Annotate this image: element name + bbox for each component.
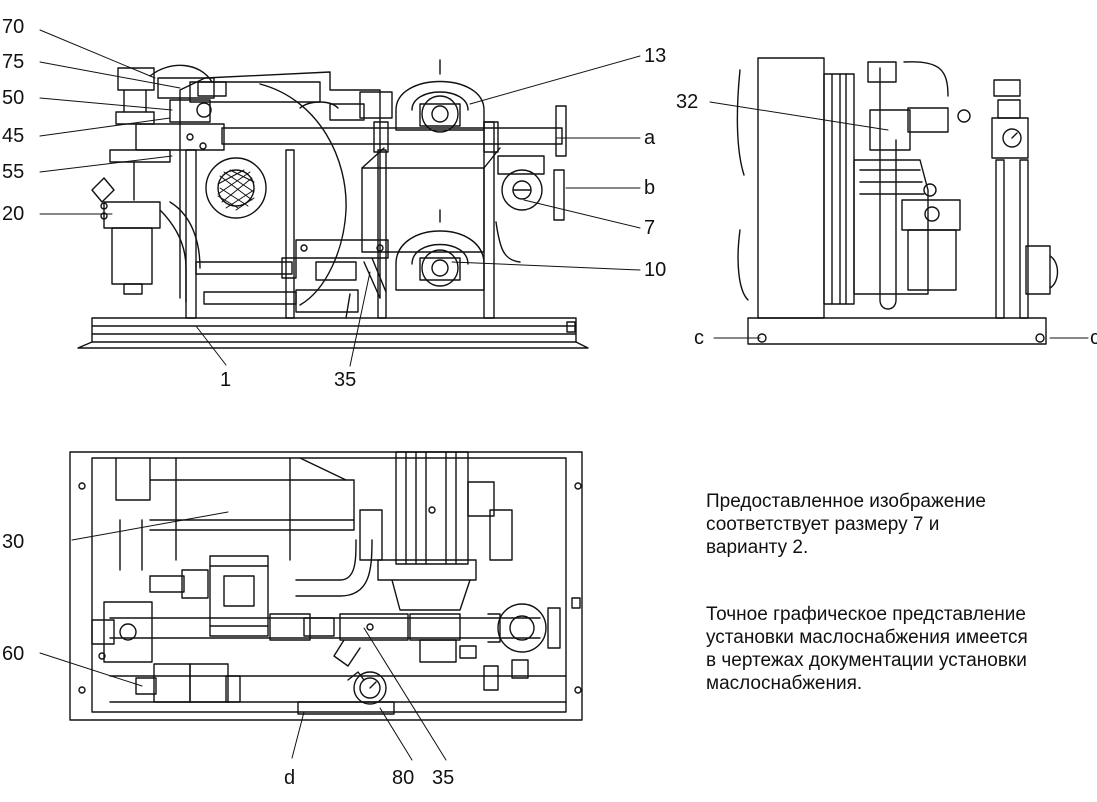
- leader-lines: [39, 29, 1089, 761]
- callouts: 70 75 50 45 55 20 13 a b 7 10 1 35 32 c …: [2, 16, 1097, 789]
- callout-20: 20: [2, 203, 24, 225]
- note-line: соответствует размеру 7 и: [706, 514, 940, 535]
- note-line: установки маслоснабжения имеется: [706, 627, 1028, 648]
- callout-13: 13: [644, 45, 666, 67]
- callout-35-front: 35: [334, 369, 356, 391]
- callout-c-right: c: [1090, 327, 1097, 349]
- callout-10: 10: [644, 259, 666, 281]
- note-documentation: Точное графическое представление установ…: [706, 603, 1097, 695]
- note-line: Точное графическое представление: [706, 604, 1026, 625]
- note-line: маслоснабжения.: [706, 673, 863, 694]
- callout-1: 1: [220, 369, 231, 391]
- callout-c-left: c: [694, 327, 704, 349]
- callout-75: 75: [2, 51, 24, 73]
- callout-55: 55: [2, 161, 24, 183]
- callout-80: 80: [392, 767, 414, 789]
- callout-32: 32: [676, 91, 698, 113]
- callout-b: b: [644, 177, 655, 199]
- callout-30: 30: [2, 531, 24, 553]
- callout-45: 45: [2, 125, 24, 147]
- callout-35-top: 35: [432, 767, 454, 789]
- side-view: [736, 57, 1059, 345]
- callout-d: d: [284, 767, 295, 789]
- top-view: [69, 451, 583, 721]
- front-view: [77, 59, 589, 349]
- callout-60: 60: [2, 643, 24, 665]
- callout-50: 50: [2, 87, 24, 109]
- note-line: Предоставленное изображение: [706, 491, 986, 512]
- note-line: варианту 2.: [706, 537, 809, 558]
- callout-70: 70: [2, 16, 24, 38]
- callout-7: 7: [644, 217, 655, 239]
- note-line: в чертежах документации установки: [706, 650, 1027, 671]
- callout-a: a: [644, 127, 656, 149]
- note-scope: Предоставленное изображение соответствуе…: [706, 490, 1097, 559]
